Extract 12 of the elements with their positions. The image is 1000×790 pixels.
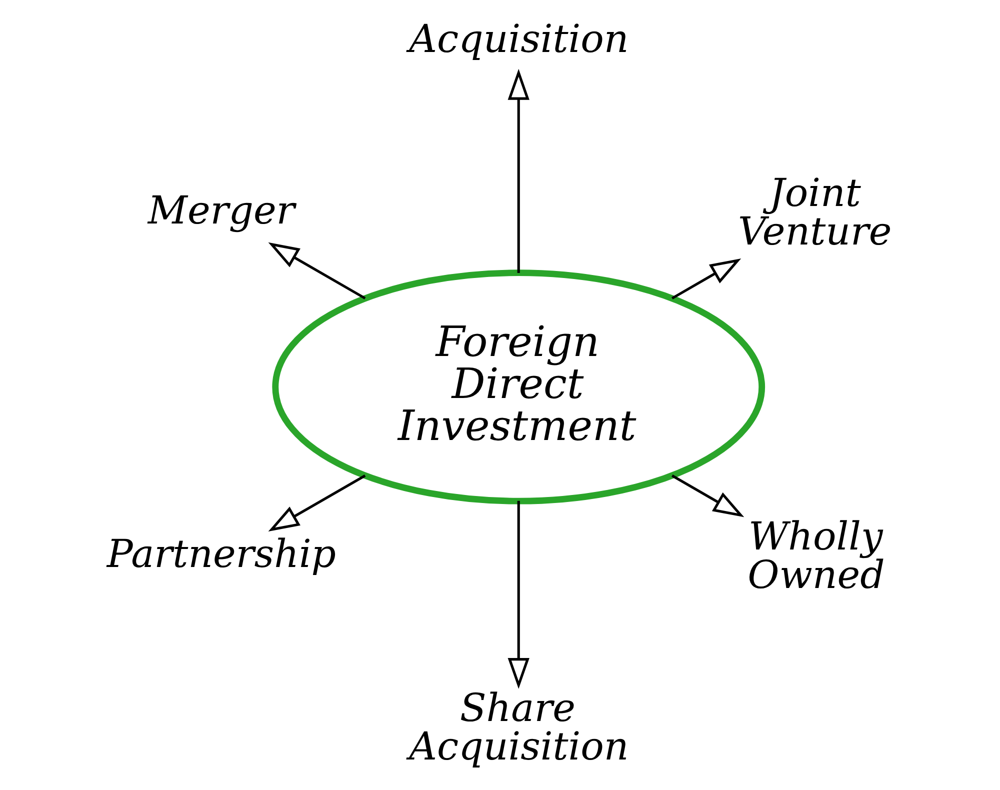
arrow	[671, 474, 744, 518]
node-text: Wholly Owned	[747, 514, 884, 598]
arrow	[268, 474, 366, 532]
arrow	[507, 68, 529, 274]
node-text: Joint Venture	[738, 170, 892, 255]
arrow	[268, 242, 366, 300]
node-text: Partnership	[106, 532, 336, 578]
node-text: Merger	[147, 188, 294, 234]
node-text: Share Acquisition	[408, 686, 628, 770]
arrow	[671, 258, 741, 300]
node-text: Acquisition	[408, 16, 628, 62]
arrow	[507, 500, 529, 689]
